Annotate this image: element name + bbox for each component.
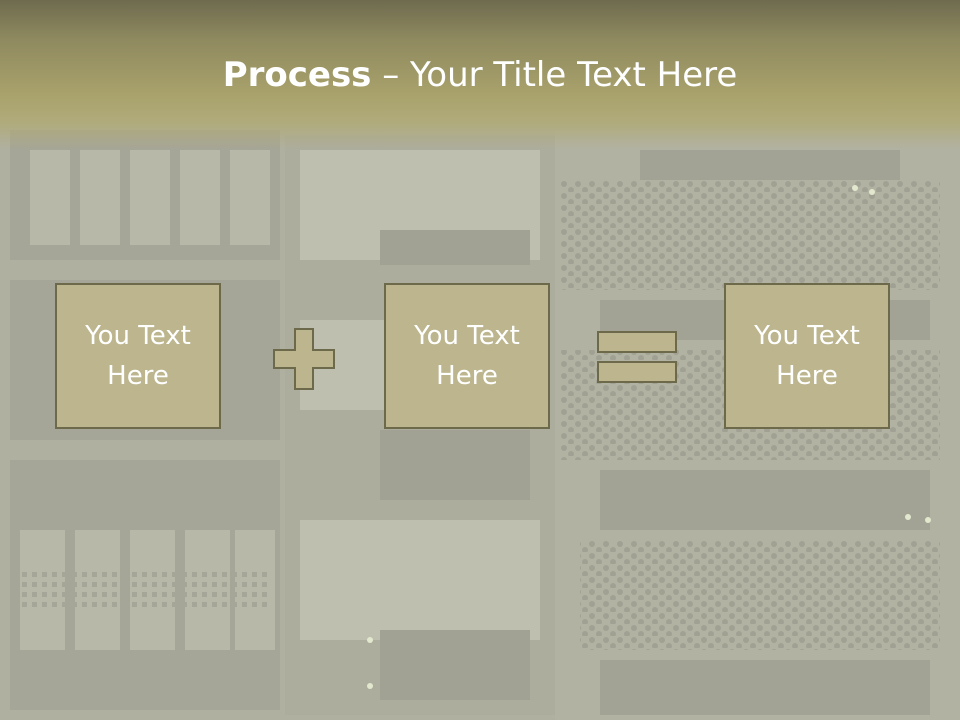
title-bold: Process	[222, 55, 372, 95]
slide-title[interactable]: Process – Your Title Text Here	[0, 52, 960, 98]
process-step-text-3: You Text Here	[754, 321, 860, 391]
process-step-box-2[interactable]: You Text Here	[384, 283, 550, 429]
plus-icon	[273, 328, 335, 390]
equals-icon	[597, 331, 677, 383]
process-step-text-2: You Text Here	[414, 321, 520, 391]
process-step-box-3[interactable]: You Text Here	[724, 283, 890, 429]
process-step-text-1: You Text Here	[85, 321, 191, 391]
title-band	[0, 0, 960, 150]
process-step-box-1[interactable]: You Text Here	[55, 283, 221, 429]
title-rest: – Your Title Text Here	[371, 55, 738, 95]
